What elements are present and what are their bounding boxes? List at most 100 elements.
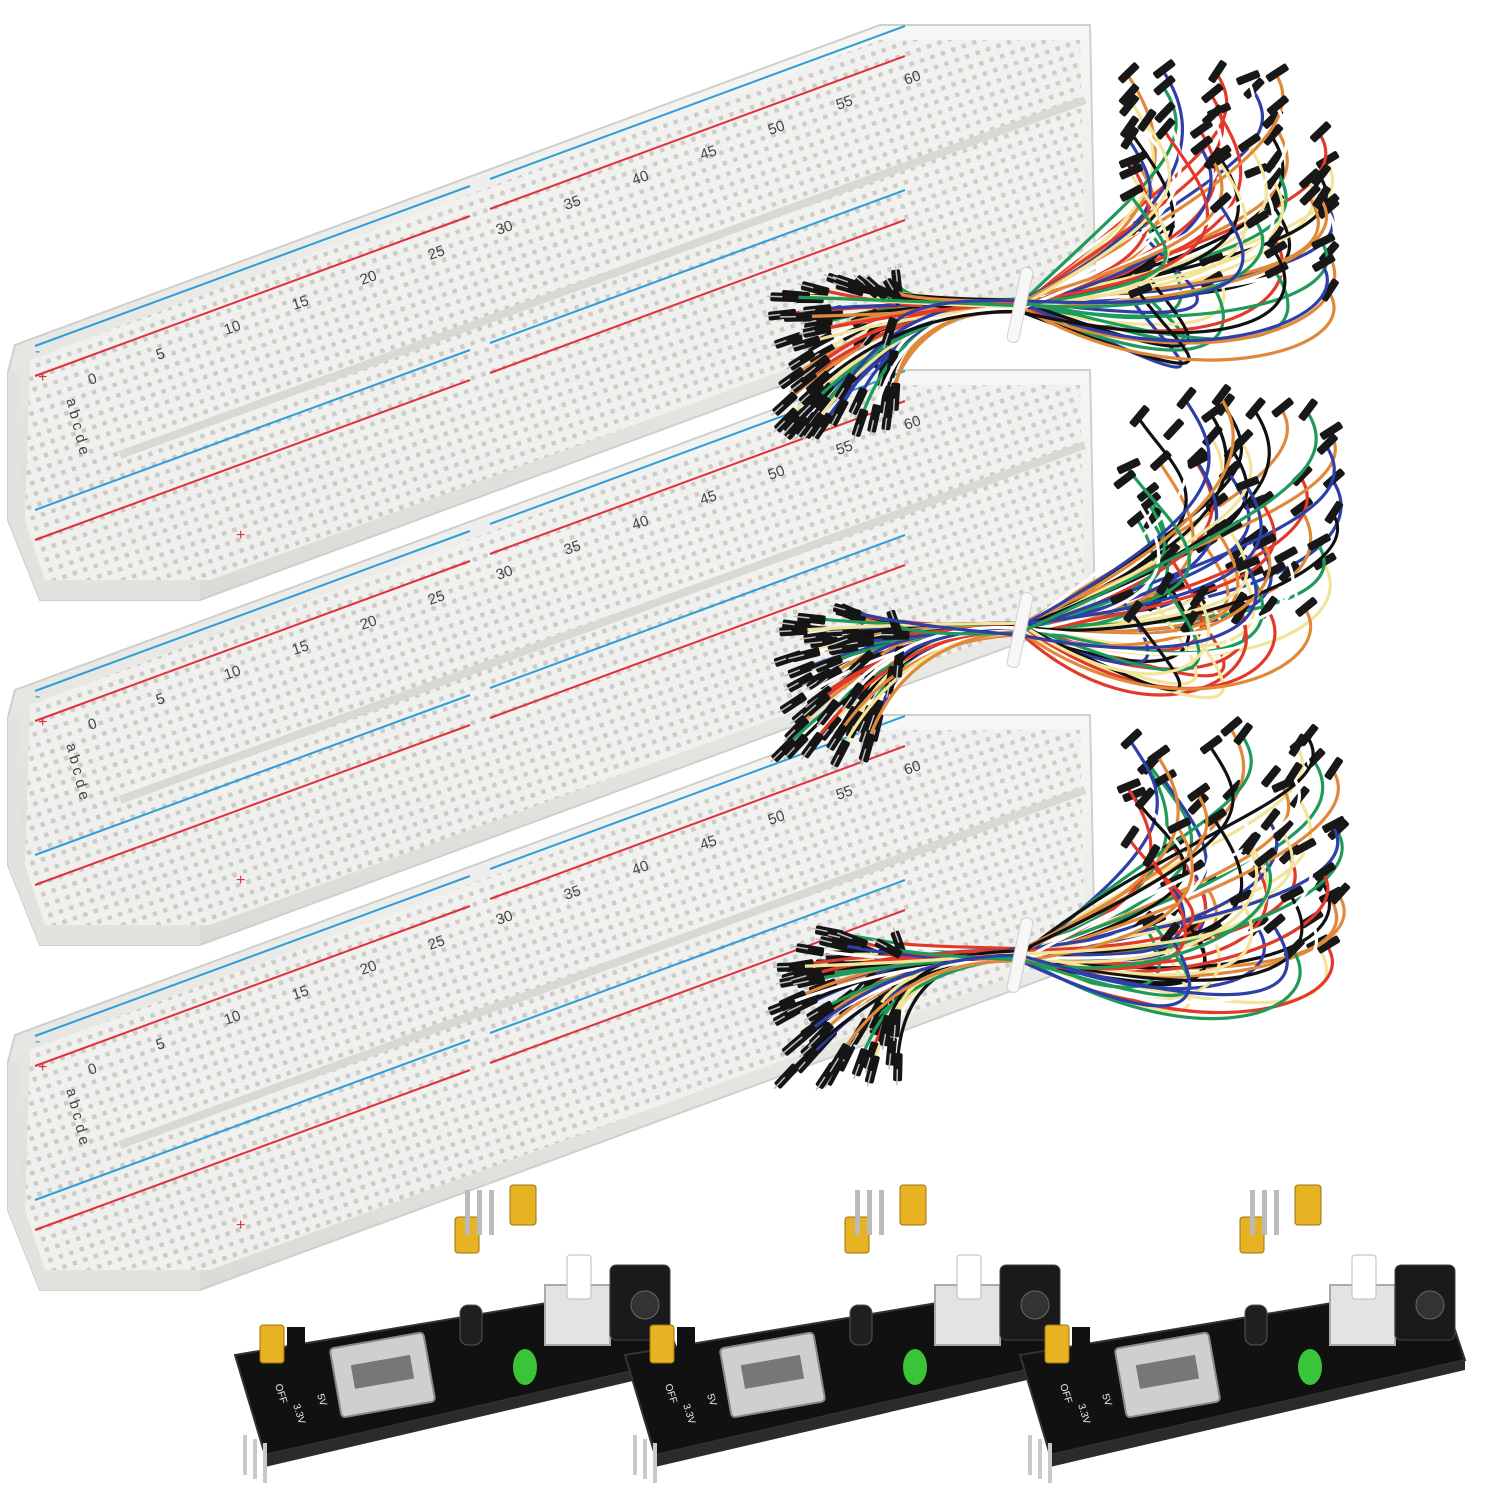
rail-line-top-red: [489, 400, 906, 555]
jumper-pin-connector: [1201, 403, 1224, 423]
rail-line-top-red: [34, 215, 471, 377]
jumper-pin: [866, 1070, 873, 1087]
jumper-pin-connector: [1317, 198, 1340, 219]
header-pin: [879, 1190, 884, 1235]
jumper-pin: [862, 275, 876, 288]
jumper-pin-connector: [1322, 815, 1346, 833]
jumper-pin: [800, 319, 817, 325]
jumper-pin-connector: [1160, 922, 1180, 945]
jumper-pin: [853, 1063, 861, 1080]
jumper-pin: [772, 420, 786, 433]
jumper-pin-connector: [1210, 192, 1232, 213]
pin-header: [287, 1327, 305, 1361]
jumper-pin-connector: [1312, 254, 1336, 272]
jumper-pin: [798, 404, 811, 417]
jumper-pin-connector: [800, 281, 830, 297]
jumper-pin-connector: [1206, 519, 1230, 538]
jumper-pin: [832, 282, 849, 289]
jumper-pin-connector: [779, 625, 808, 637]
jumper-pin-connector: [1135, 787, 1156, 810]
column-number: 60: [902, 67, 923, 89]
jumper-pin-connector: [789, 995, 818, 1014]
jumper-wire: [886, 202, 1245, 335]
rail-line-bottom-red: [34, 1069, 471, 1231]
jumper-pin-connector: [1278, 561, 1300, 583]
jumper-pin: [775, 980, 792, 985]
rail-line-bottom-blue: [34, 349, 471, 511]
dc-jack-hole: [1415, 1290, 1445, 1320]
column-number: 35: [562, 537, 583, 559]
jumper-pin-connector: [1143, 507, 1162, 531]
jumper-pin-connector: [1262, 123, 1284, 146]
jumper-pin-connector: [1190, 135, 1213, 156]
jumper-pin: [788, 654, 805, 660]
jumper-pin-connector: [1319, 421, 1343, 440]
jumper-pin: [883, 417, 888, 434]
hole-field: [25, 40, 1085, 580]
column-number: 60: [902, 412, 923, 434]
center-channel: [118, 96, 1087, 459]
jumper-wire: [806, 918, 1319, 1004]
jumper-pin: [799, 308, 816, 313]
jumper-pin: [864, 1057, 871, 1073]
column-number: 50: [766, 117, 787, 139]
jumper-pin: [797, 393, 810, 406]
rail-line-top-blue: [34, 185, 471, 347]
jumper-pin-connector: [1110, 589, 1135, 605]
jumper-pin: [826, 630, 843, 633]
jumper-pin-connector: [1120, 126, 1139, 150]
column-number: 20: [358, 612, 379, 634]
jumper-pin: [782, 422, 795, 436]
rail-sign: -: [35, 343, 40, 360]
usb-port-slot: [1135, 1354, 1200, 1389]
jumper-pin: [892, 398, 896, 415]
rail-line-bottom-blue: [489, 189, 906, 344]
jumper-pin: [789, 1036, 803, 1048]
jumper-pin-connector: [1118, 153, 1144, 169]
jumper-pin-connector: [1229, 591, 1248, 615]
header-pin: [489, 1190, 494, 1235]
jumper-pin-connector: [804, 354, 831, 378]
jumper-pin-connector: [1128, 283, 1153, 299]
jumper-pin-connector: [807, 342, 835, 364]
hole-field: [25, 385, 1085, 925]
jumper-pin: [852, 274, 867, 286]
jumper-wire: [780, 192, 1168, 308]
column-number: 30: [494, 562, 515, 584]
jumper-wire: [784, 72, 1285, 343]
jumper-pin-connector: [1153, 769, 1177, 787]
jumper-pin-connector: [848, 387, 868, 415]
power-led: [903, 1349, 927, 1385]
jumper-pin-connector: [787, 660, 816, 679]
jumper-pin-connector: [1260, 808, 1281, 831]
jumper-cap: [649, 1324, 675, 1364]
column-number: 55: [834, 437, 855, 459]
header-pin: [465, 1190, 470, 1235]
jumper-pin: [764, 313, 781, 317]
jumper-wire: [807, 249, 1287, 396]
jumper-pin-connector: [1119, 184, 1144, 202]
jumper-pin-connector: [1116, 778, 1141, 794]
column-number: 10: [222, 1007, 243, 1029]
column-number: 30: [494, 907, 515, 929]
jumper-pin: [836, 932, 853, 940]
power-switch-button: [1351, 1254, 1377, 1300]
column-number: 25: [426, 587, 447, 609]
jumper-wire: [778, 773, 1301, 1009]
jumper-pin: [802, 426, 814, 441]
rail-line-top-red: [489, 745, 906, 900]
jumper-pin-connector: [1284, 762, 1303, 786]
jumper-wire: [883, 744, 1235, 1036]
jumper-pin: [830, 754, 840, 770]
column-number: 20: [358, 267, 379, 289]
pcb-edge: [1050, 1360, 1465, 1467]
jumper-pin-connector: [892, 649, 904, 678]
rail-line-top-blue: [34, 875, 471, 1037]
jumper-pin-connector: [1229, 889, 1254, 906]
jumper-pin-connector: [1298, 723, 1319, 747]
jumper-pin: [860, 731, 867, 747]
jumper-pin: [832, 638, 848, 646]
rail-sign: -: [35, 688, 40, 705]
